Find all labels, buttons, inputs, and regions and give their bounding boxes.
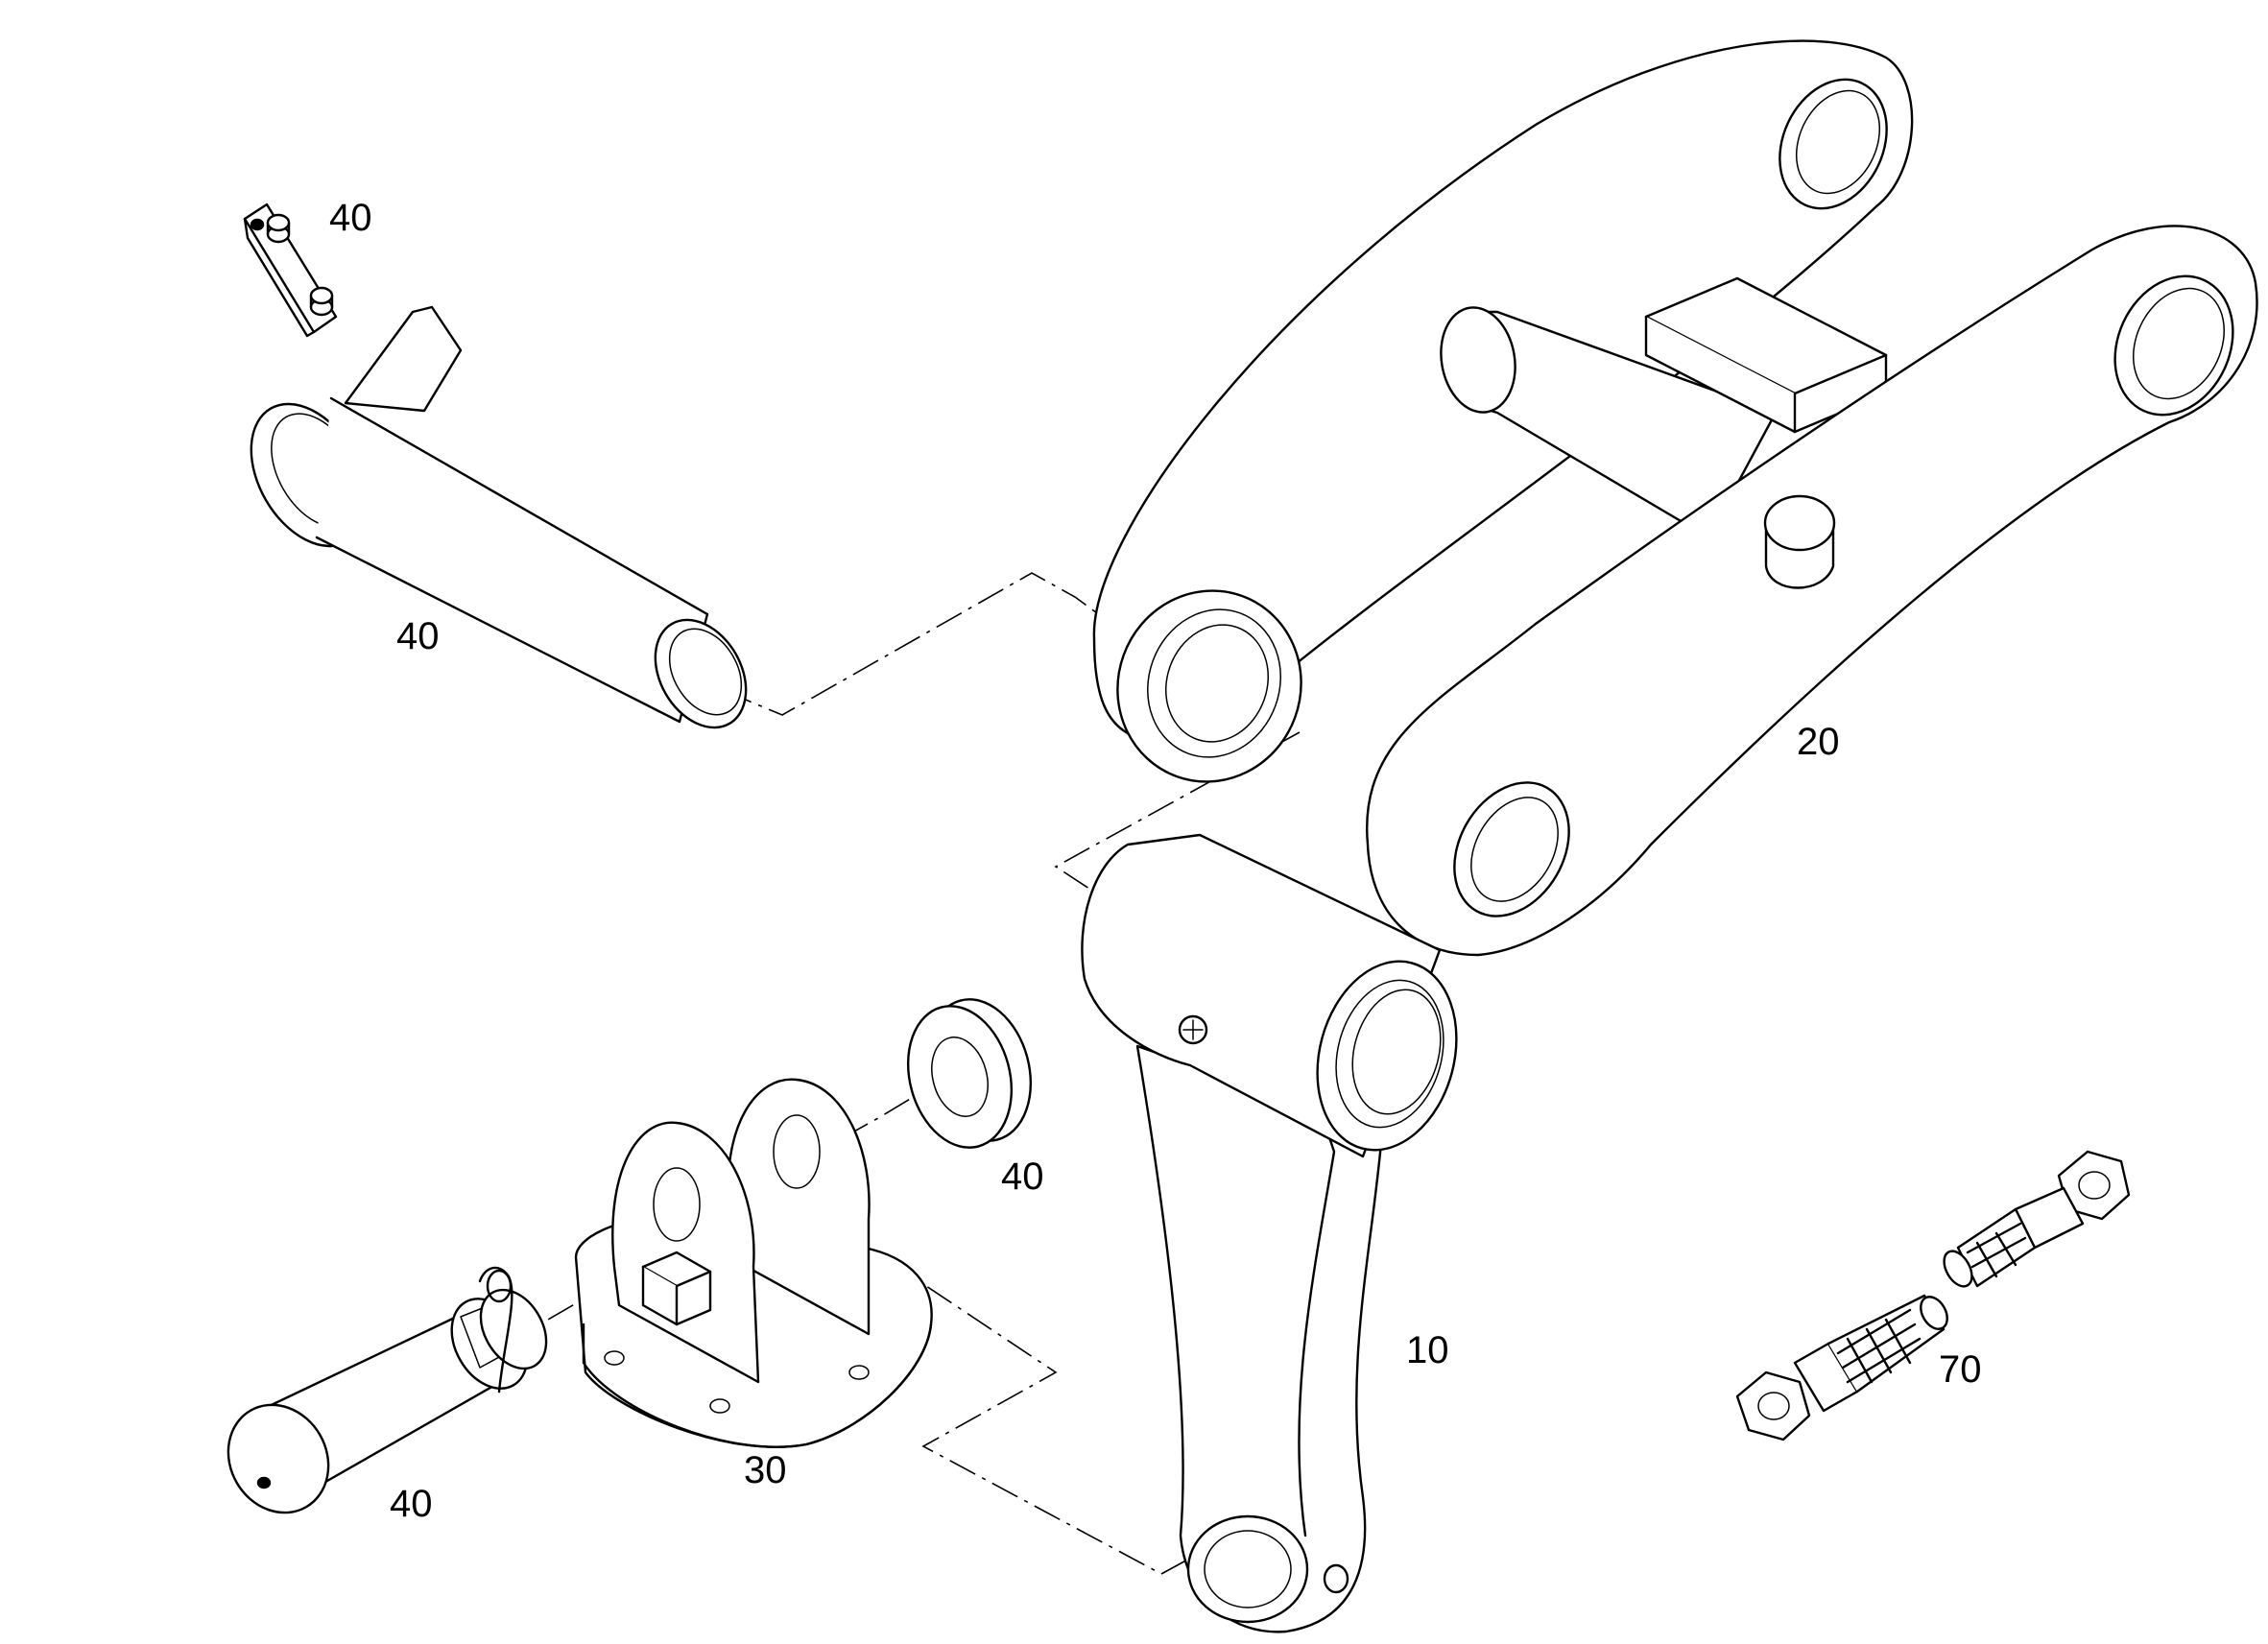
leader-bracket-to-lever (767, 1179, 1215, 1575)
callout-clip-plate: 40 (329, 197, 372, 239)
callout-lever: 10 (1406, 1329, 1449, 1371)
callout-bracket: 30 (744, 1449, 787, 1491)
callout-long-pin: 40 (396, 615, 440, 657)
callout-link-arm: 20 (1797, 721, 1840, 763)
bracket (574, 1078, 933, 1448)
callout-spacer-ring: 40 (1001, 1156, 1044, 1198)
short-pin (227, 1266, 548, 1514)
spacer-ring (906, 998, 1033, 1149)
long-pin (250, 305, 748, 729)
link-arm (1092, 39, 2258, 957)
bolt-set (1735, 1150, 2131, 1441)
clip-plate (243, 203, 338, 338)
callout-short-pin: 40 (390, 1483, 433, 1525)
callout-bolt-set: 70 (1939, 1348, 1982, 1391)
lever (1081, 833, 1458, 1633)
